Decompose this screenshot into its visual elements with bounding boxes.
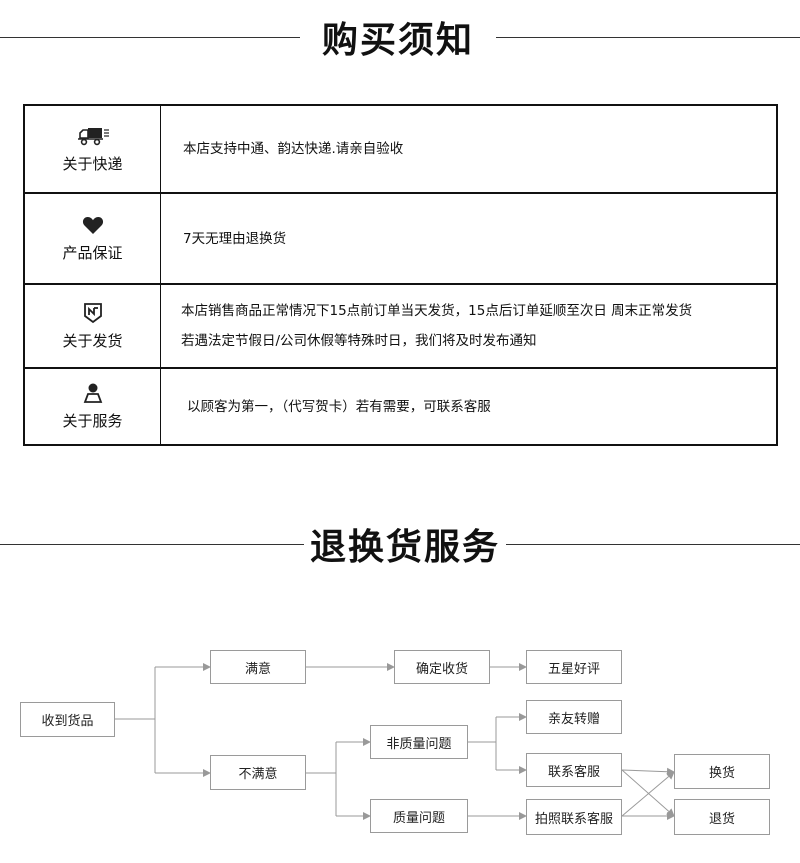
row-text-line: 本店销售商品正常情况下15点前订单当天发货，15点后订单延顺至次日 周末正常发货: [181, 303, 693, 319]
flow-node-photo-contact-service: 拍照联系客服: [526, 799, 622, 835]
flow-node-quality-issue: 质量问题: [370, 799, 468, 833]
row-head: 关于快递: [25, 106, 161, 192]
flow-node-five-star: 五星好评: [526, 650, 622, 684]
row-head: 关于发货: [25, 285, 161, 367]
notice-row-service: 关于服务 以顾客为第一，（代写贺卡）若有需要，可联系客服: [25, 367, 776, 444]
flow-node-refund: 退货: [674, 799, 770, 835]
flow-node-confirm-receipt: 确定收货: [394, 650, 490, 684]
purchase-notice-header: 购买须知: [0, 12, 800, 62]
row-label: 关于服务: [62, 412, 123, 430]
row-text-line: 以顾客为第一，（代写贺卡）若有需要，可联系客服: [187, 398, 491, 415]
row-label: 产品保证: [62, 244, 123, 262]
row-text-line: 本店支持中通、韵达快递.请亲自验收: [183, 141, 404, 157]
purchase-notice-title: 购买须知: [322, 19, 475, 61]
row-head: 关于服务: [25, 369, 161, 444]
flow-connectors: [115, 663, 675, 820]
flow-node-contact-service: 联系客服: [526, 753, 622, 787]
notice-row-guarantee: 产品保证 7天无理由退换货: [25, 192, 776, 283]
title-divider-left: [0, 36, 300, 38]
row-label: 关于发货: [62, 331, 123, 350]
customer-service-icon: [83, 382, 103, 404]
flow-node-received: 收到货品: [20, 702, 115, 737]
return-service-header: 退换货服务: [0, 518, 800, 570]
connector: [621, 771, 675, 817]
title-divider-right: [496, 36, 800, 38]
row-content: 7天无理由退换货: [161, 194, 776, 283]
return-service-title: 退换货服务: [310, 526, 501, 568]
row-label: 关于快递: [62, 154, 123, 173]
shipping-badge-icon: [82, 302, 104, 324]
notice-row-shipping: 关于发货 本店销售商品正常情况下15点前订单当天发货，15点后订单延顺至次日 周…: [25, 283, 776, 367]
title-divider-right: [506, 543, 800, 545]
row-text-line: 若遇法定节假日/公司休假等特殊时日，我们将及时发布通知: [181, 333, 537, 349]
row-content: 以顾客为第一，（代写贺卡）若有需要，可联系客服: [161, 369, 776, 444]
notice-row-express: 关于快递 本店支持中通、韵达快递.请亲自验收: [25, 106, 776, 192]
row-content: 本店支持中通、韵达快递.请亲自验收: [161, 106, 776, 192]
flow-node-non-quality-issue: 非质量问题: [370, 725, 468, 759]
row-head: 产品保证: [25, 194, 161, 283]
connector: [621, 767, 675, 776]
return-flowchart: 收到货品 满意 不满意 确定收货 五星好评 非质量问题 质量问题 亲友转赠 联系…: [0, 630, 800, 863]
row-text-line: 7天无理由退换货: [183, 230, 287, 247]
heart-icon: [82, 214, 104, 236]
flow-node-gift-to-friends: 亲友转赠: [526, 700, 622, 734]
connector: [621, 769, 675, 817]
row-content: 本店销售商品正常情况下15点前订单当天发货，15点后订单延顺至次日 周末正常发货…: [161, 285, 776, 367]
title-divider-left: [0, 543, 304, 545]
flow-node-exchange: 换货: [674, 754, 770, 789]
purchase-notice-table: 关于快递 本店支持中通、韵达快递.请亲自验收 产品保证 7天无理由退换货: [23, 104, 778, 446]
delivery-truck-icon: [76, 125, 110, 147]
flow-node-satisfied: 满意: [210, 650, 306, 684]
flow-node-unsatisfied: 不满意: [210, 755, 306, 790]
